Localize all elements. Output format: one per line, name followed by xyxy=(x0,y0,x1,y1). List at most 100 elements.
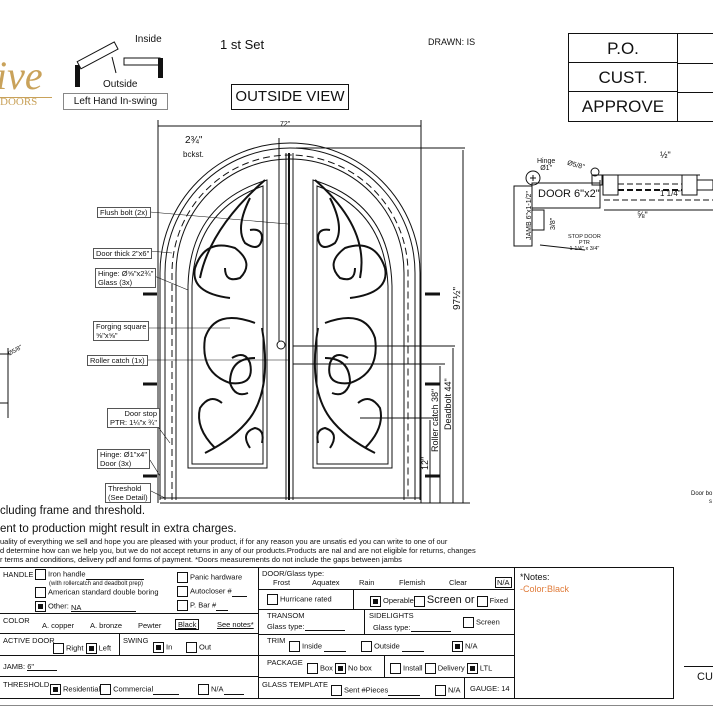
threshold-na-checkbox[interactable] xyxy=(198,684,209,695)
note-line-1: cluding frame and threshold. xyxy=(0,505,146,517)
glass-type-section: DOOR/Glass type: Frost Aquatex Rain Flem… xyxy=(258,567,515,590)
iron-handle-checkbox[interactable] xyxy=(35,569,46,580)
color-section: COLOR A. copper A. bronze Pewter Black S… xyxy=(0,613,259,634)
glass-clear[interactable]: Clear xyxy=(449,578,467,587)
nobox-checkbox[interactable] xyxy=(335,663,347,674)
glass-flemish[interactable]: Flemish xyxy=(399,578,426,587)
note-line-2: ent to production might result in extra … xyxy=(0,523,237,535)
other-value[interactable]: NA xyxy=(70,603,136,612)
note-line-3: uality of everything we sell and hope yo… xyxy=(0,537,448,546)
glass-aquatex[interactable]: Aquatex xyxy=(312,578,340,587)
drawn-label: DRAWN: IS xyxy=(428,37,476,47)
trim-section: TRIM Inside Outside N/A xyxy=(258,634,515,656)
detail-one-quarter: 1 1/4" xyxy=(660,189,681,198)
sent-pieces-checkbox[interactable] xyxy=(331,685,342,696)
callout-roller-catch: Roller catch (1x) xyxy=(87,355,148,366)
detail-three-eighths: 3/8" xyxy=(550,217,557,230)
jamb-section: JAMB: 6" xyxy=(0,655,259,677)
package-section: PACKAGE Box No box xyxy=(258,655,385,678)
commercial-checkbox[interactable] xyxy=(100,684,112,695)
height-dimension: 97½" xyxy=(452,286,463,310)
fixed-checkbox[interactable] xyxy=(476,595,488,607)
set-label: 1 st Set xyxy=(220,37,265,52)
glass-na-selected[interactable]: N/A xyxy=(495,577,512,588)
gauge-value: GAUGE: 14 xyxy=(470,684,510,693)
swing-in-checkbox[interactable] xyxy=(153,642,164,653)
callout-hinge-door: Hinge: Ø1"x4"Door (3x) xyxy=(97,449,151,469)
s-label: s xyxy=(709,499,712,505)
deadbolt-dimension: Deadbolt 44" xyxy=(443,378,453,430)
color-copper[interactable]: A. copper xyxy=(42,621,75,630)
delivery-checkbox[interactable] xyxy=(424,663,436,674)
logo: ive xyxy=(0,53,43,98)
bottom-divider xyxy=(0,705,713,706)
note-line-4: d determine how can we help you, but we … xyxy=(0,546,476,555)
left-checkbox[interactable] xyxy=(85,643,97,654)
outside-label: Outside xyxy=(103,79,138,90)
approval-table: P.O. CUST. APPROVE xyxy=(568,33,713,122)
delivery-section: Install Delivery LTL xyxy=(384,655,515,678)
logo-sub: DOORS xyxy=(0,96,38,108)
width-dimension: 72" xyxy=(280,121,291,128)
hurricane-checkbox[interactable] xyxy=(267,594,278,605)
twelve-dimension: 12" xyxy=(420,456,430,470)
backset-sub: bckst. xyxy=(183,150,204,159)
handle-section: HANDLE Iron handle (with rollercatch and… xyxy=(0,567,259,614)
glass-frost[interactable]: Frost xyxy=(273,578,291,587)
active-door-section: ACTIVE DOOR Right Left xyxy=(0,633,120,656)
glass-template-section: GLASS TEMPLATE Sent #Pieces N/A GAUGE: 1… xyxy=(258,677,515,699)
swing-diagram xyxy=(75,41,163,87)
operable-checkbox[interactable] xyxy=(370,595,381,607)
swing-hand-label: Left Hand In-swing xyxy=(63,93,168,110)
detail-door: DOOR 6"x2" xyxy=(538,188,600,200)
cust-signature-label: CU xyxy=(697,671,713,683)
transom-section: TRANSOM Glass type: xyxy=(258,609,365,635)
door-elevation-drawing xyxy=(0,120,470,504)
other-checkbox[interactable] xyxy=(35,601,46,612)
template-na-checkbox[interactable] xyxy=(435,685,446,696)
color-bronze[interactable]: A. bronze xyxy=(90,621,123,630)
residential-checkbox[interactable] xyxy=(50,684,61,695)
detail-half: ½" xyxy=(660,150,671,160)
box-checkbox[interactable] xyxy=(307,663,318,674)
ltl-checkbox[interactable] xyxy=(466,663,478,674)
notes-box[interactable]: *Notes: -Color:Black xyxy=(514,567,674,699)
callout-door-thick: Door thick 2"x6" xyxy=(93,248,153,259)
american-boring-checkbox[interactable] xyxy=(35,587,46,598)
trim-inside-checkbox[interactable] xyxy=(289,641,300,652)
cust-label: CUST. xyxy=(569,63,678,92)
view-label: OUTSIDE VIEW xyxy=(231,84,349,110)
section-detail-drawing xyxy=(513,167,713,251)
sidelights-section: SIDELIGHTS Glass type: Screen xyxy=(364,609,515,635)
po-label: P.O. xyxy=(569,34,678,63)
pbar-checkbox[interactable] xyxy=(177,600,188,611)
install-checkbox[interactable] xyxy=(390,663,401,674)
jamb-value[interactable]: 6" xyxy=(27,662,58,671)
screen-checkbox[interactable] xyxy=(413,595,425,607)
trim-outside-checkbox[interactable] xyxy=(361,641,372,652)
sidelights-screen-checkbox[interactable] xyxy=(463,617,474,628)
detail-jamb: JAMB 6"x1-1/2" xyxy=(526,191,533,240)
swing-out-checkbox[interactable] xyxy=(186,642,197,653)
door-bo-label: Door bo xyxy=(691,491,713,497)
approve-label: APPROVE xyxy=(569,92,678,122)
panic-checkbox[interactable] xyxy=(177,572,188,583)
color-pewter[interactable]: Pewter xyxy=(138,621,162,630)
autocloser-checkbox[interactable] xyxy=(177,586,188,597)
callout-hinge-glass: Hinge: Ø⅝"x2¾"Glass (3x) xyxy=(95,268,157,288)
see-notes-link[interactable]: See notes* xyxy=(217,620,254,629)
note-line-5: r terms and conditions, delivery pdf and… xyxy=(0,555,402,564)
right-checkbox[interactable] xyxy=(53,643,64,654)
trim-na-checkbox[interactable] xyxy=(452,641,463,652)
glass-rain[interactable]: Rain xyxy=(359,578,375,587)
roller-dimension: Roller catch 38" xyxy=(430,388,440,452)
detail-five-eighths: ⅝" xyxy=(637,210,648,220)
inside-label: Inside xyxy=(135,34,162,45)
color-black-selected[interactable]: Black xyxy=(175,619,200,630)
